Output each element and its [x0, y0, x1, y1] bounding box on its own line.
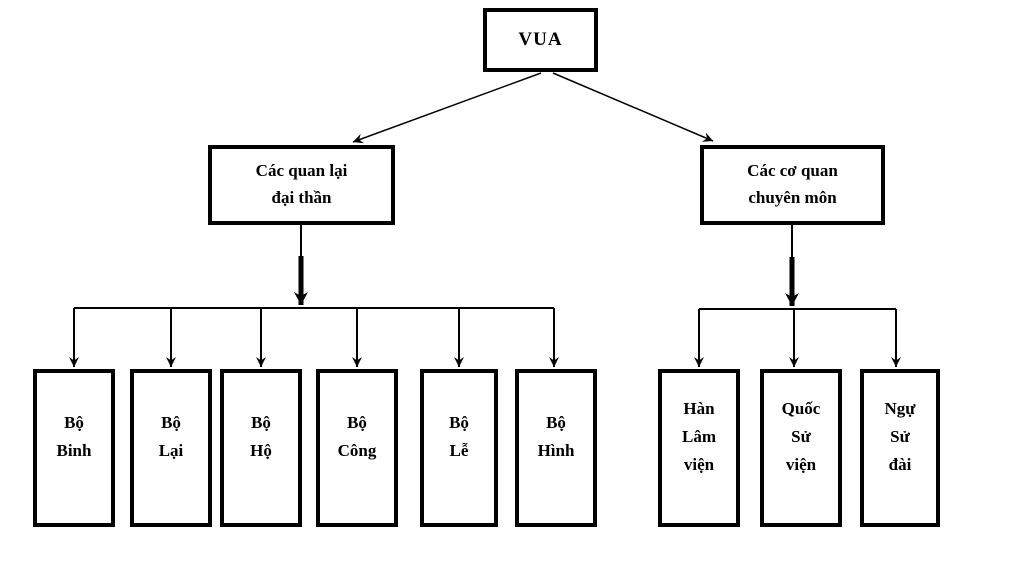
- node-label-line: viện: [785, 455, 817, 474]
- node-label-line: viện: [683, 455, 715, 474]
- node-bo-cong: Bộ Công: [316, 369, 398, 527]
- node-label-line: Bộ: [347, 413, 367, 432]
- node-label-line: Ngự: [884, 399, 916, 418]
- node-bo-binh: Bộ Binh: [33, 369, 115, 527]
- node-vua-label: VUA: [518, 29, 563, 50]
- edge-vua-to-left-branch: [352, 72, 542, 144]
- node-vua: VUA: [483, 8, 598, 72]
- node-label-line: Quốc: [781, 399, 821, 418]
- node-quoc-su-vien: Quốc Sử viện: [760, 369, 842, 527]
- node-label-line: Các quan lại: [255, 161, 348, 180]
- node-label-line: Bộ: [161, 413, 181, 432]
- node-label-line: Hộ: [250, 441, 272, 460]
- edge-vua-to-right-branch: [552, 72, 714, 142]
- node-label-line: Sử: [890, 427, 910, 446]
- node-label-line: đại thần: [271, 188, 332, 207]
- node-label-line: Hình: [537, 441, 575, 460]
- node-cac-quan-lai-dai-than: Các quan lại đại thần: [208, 145, 395, 225]
- node-bo-ho: Bộ Hộ: [220, 369, 302, 527]
- node-label-line: đài: [888, 455, 912, 474]
- node-ngu-su-dai: Ngự Sử đài: [860, 369, 940, 527]
- node-bo-hinh: Bộ Hình: [515, 369, 597, 527]
- node-cac-co-quan-chuyen-mon: Các cơ quan chuyên môn: [700, 145, 885, 225]
- node-label-line: Lại: [158, 441, 184, 460]
- node-han-lam-vien: Hàn Lâm viện: [658, 369, 740, 527]
- node-label-line: Bộ: [251, 413, 271, 432]
- node-label-line: Các cơ quan: [747, 161, 838, 180]
- node-label-line: Lâm: [682, 427, 716, 446]
- node-label-line: Bộ: [64, 413, 84, 432]
- node-label-line: Binh: [56, 441, 92, 460]
- node-label-line: Công: [337, 441, 377, 460]
- node-bo-lai: Bộ Lại: [130, 369, 212, 527]
- node-label-line: Hàn: [683, 399, 715, 418]
- node-label-line: Bộ: [546, 413, 566, 432]
- node-label-line: chuyên môn: [748, 188, 837, 207]
- node-label-line: Bộ: [449, 413, 469, 432]
- node-label-line: Lễ: [449, 441, 469, 460]
- node-bo-le: Bộ Lễ: [420, 369, 498, 527]
- node-label-line: Sử: [791, 427, 811, 446]
